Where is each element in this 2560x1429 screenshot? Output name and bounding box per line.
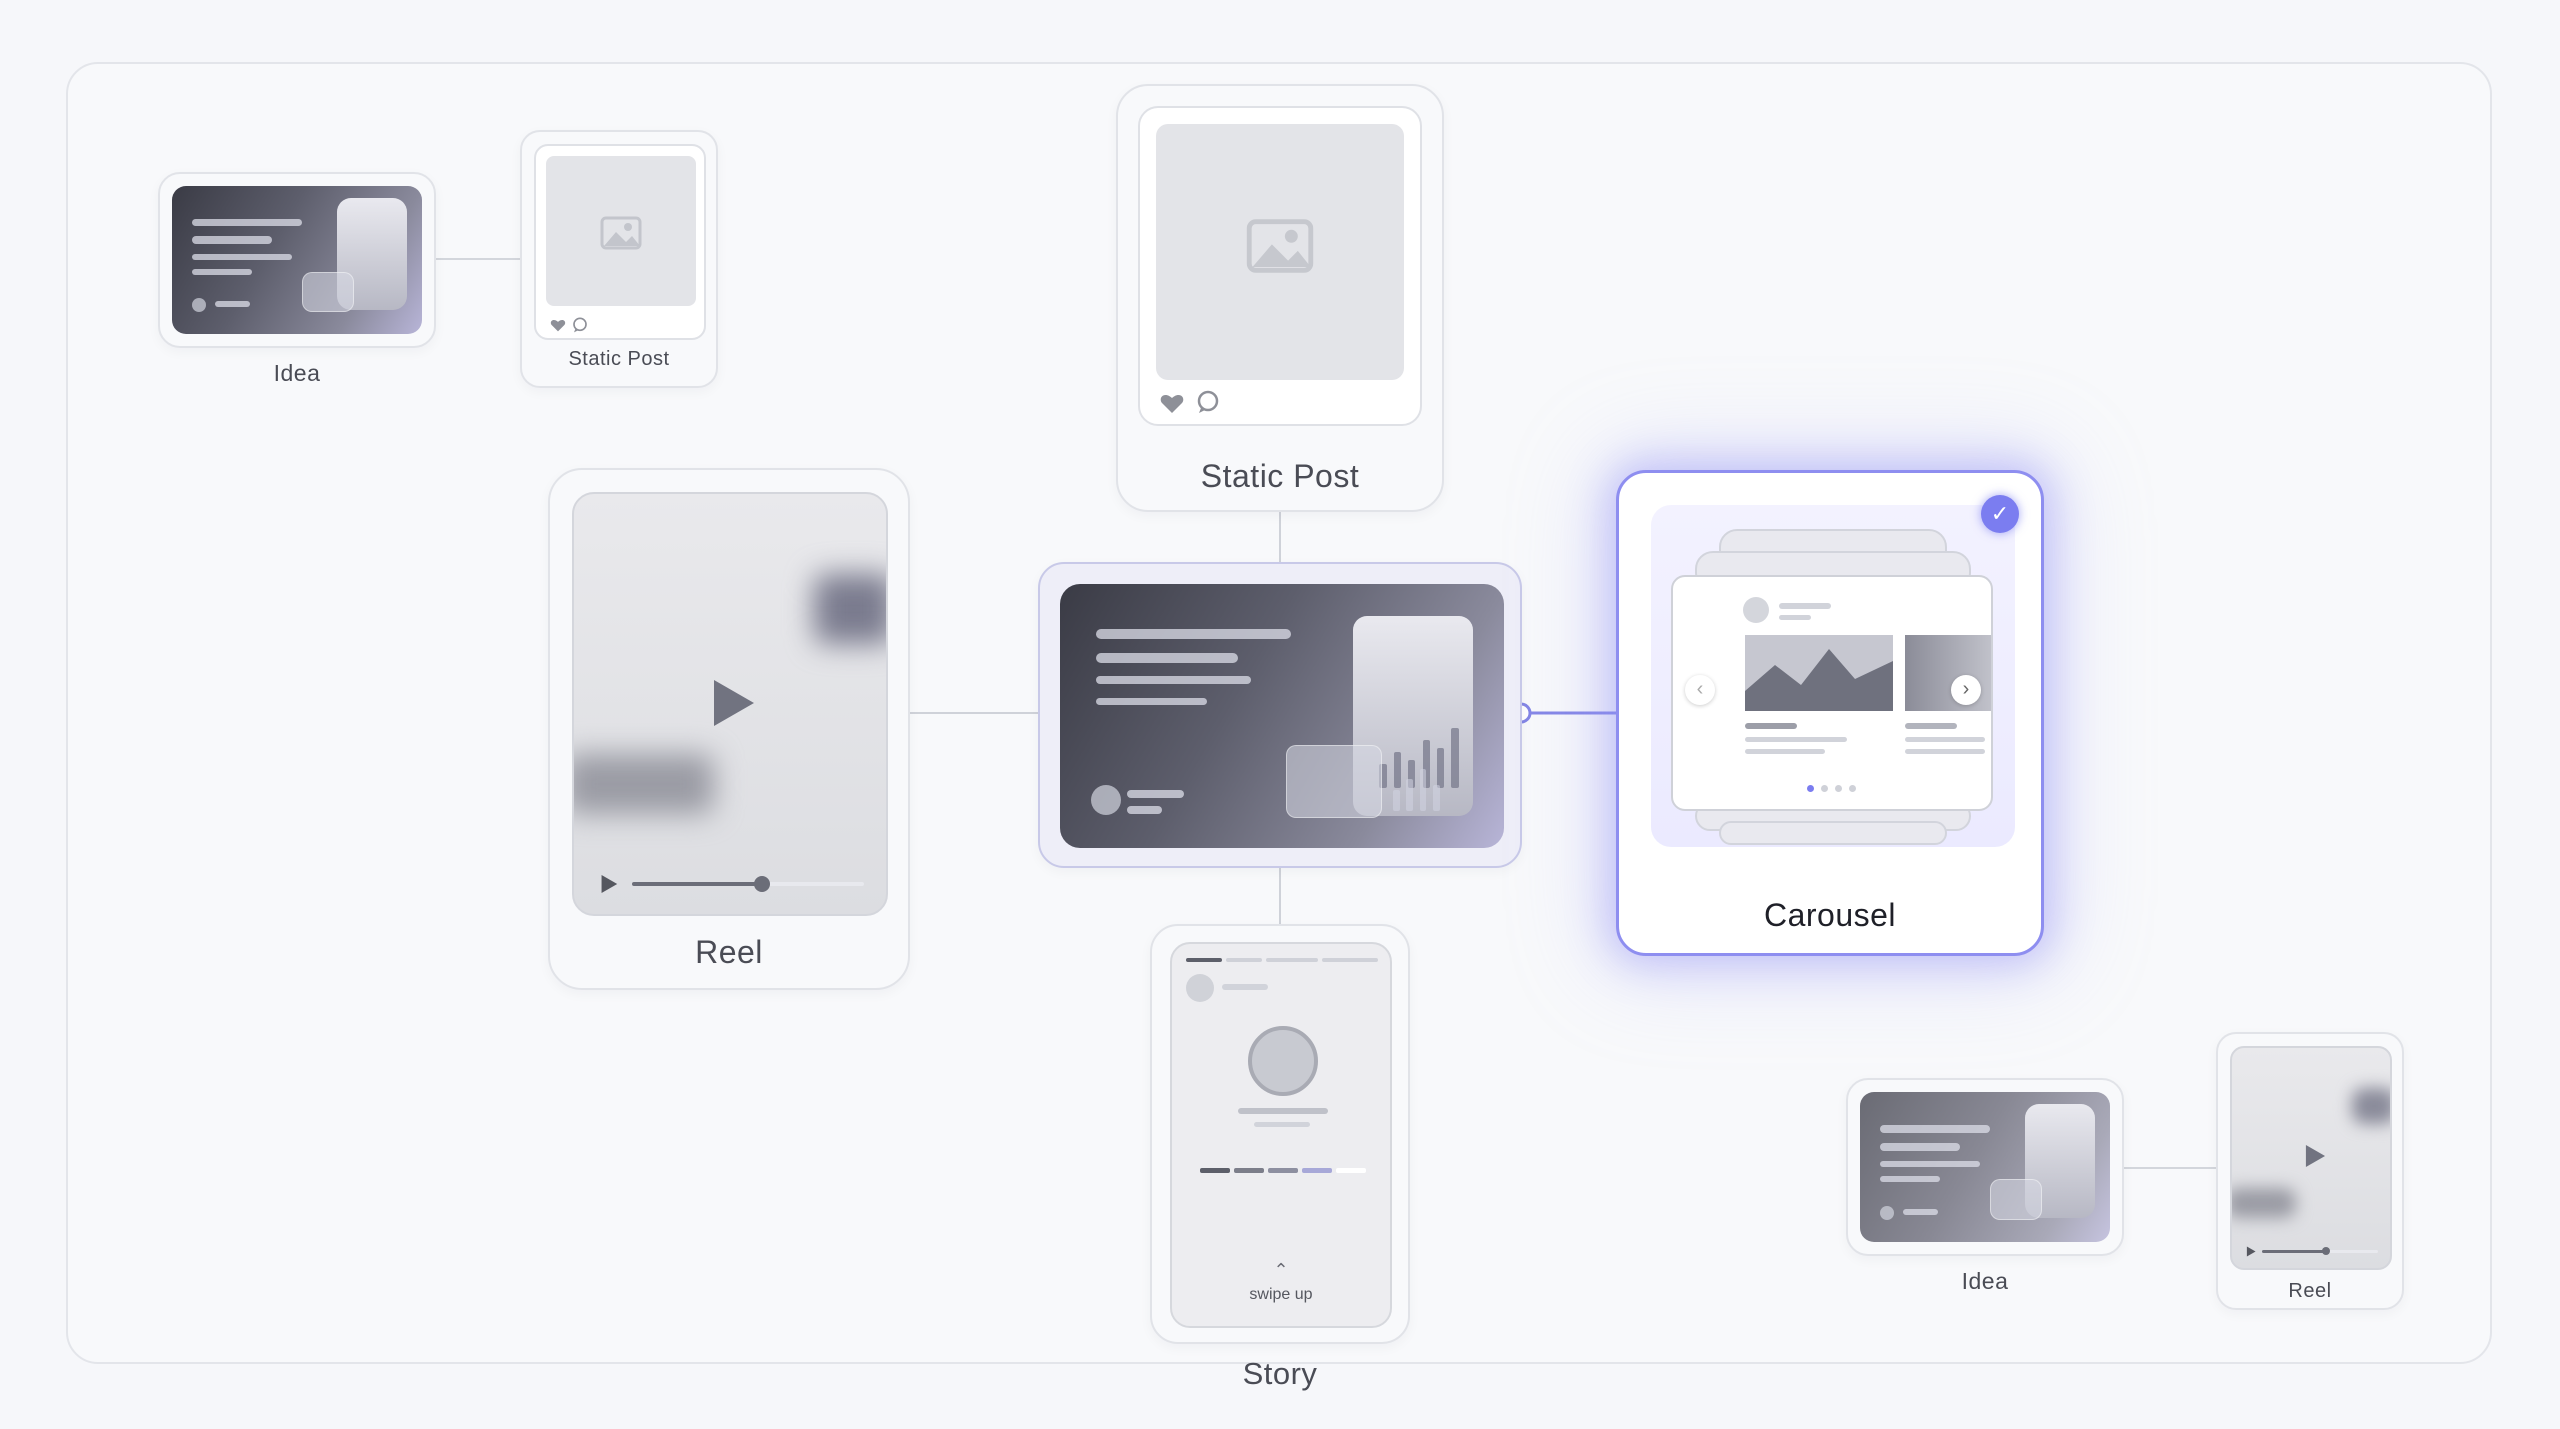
node-static-post[interactable]: Static Post	[1116, 84, 1444, 512]
node-reel[interactable]: Reel	[548, 468, 910, 990]
heart-icon[interactable]	[1160, 392, 1184, 414]
reel-progress-track[interactable]	[632, 876, 864, 892]
pagination-dots[interactable]	[1807, 785, 1867, 793]
dashboard-thumbnail	[1060, 584, 1504, 848]
node-carousel[interactable]: ‹ › ✓ Carousel	[1616, 470, 2044, 956]
node-static-post-small[interactable]: Static Post	[520, 130, 718, 388]
play-icon[interactable]	[2246, 1246, 2256, 1257]
node-label: Static Post	[1200, 458, 1360, 494]
play-icon[interactable]	[710, 678, 756, 728]
dashboard-thumbnail	[172, 186, 422, 334]
story-screen: ⌃ swipe up	[1170, 942, 1392, 1328]
carousel-preview: ‹ ›	[1651, 505, 2015, 847]
node-idea-small[interactable]: Idea	[158, 172, 436, 386]
node-label: Reel	[2288, 1280, 2332, 1302]
carousel-slide: ‹ ›	[1671, 575, 1993, 811]
node-label: Reel	[695, 934, 763, 970]
image-icon	[600, 216, 642, 250]
node-label: Static Post	[568, 348, 670, 370]
heart-icon[interactable]	[550, 318, 566, 332]
reel-progress-knob[interactable]	[754, 876, 770, 892]
dashboard-thumbnail	[1860, 1092, 2110, 1242]
play-icon[interactable]	[600, 874, 618, 894]
comment-icon[interactable]	[572, 317, 588, 333]
chevron-up-icon[interactable]: ⌃	[1273, 1260, 1289, 1280]
node-story[interactable]: ⌃ swipe up Story	[1150, 924, 1410, 1391]
node-label: Idea	[273, 360, 321, 386]
chevron-left-icon[interactable]: ‹	[1685, 675, 1715, 705]
reel-progress-track[interactable]	[2262, 1247, 2378, 1255]
node-idea-bottom[interactable]: Idea	[1846, 1078, 2124, 1294]
swipe-up-hint[interactable]: swipe up	[1249, 1286, 1313, 1303]
reel-screen	[572, 492, 888, 916]
reel-screen	[2230, 1046, 2392, 1270]
node-label: Idea	[1961, 1268, 2009, 1294]
node-label: Carousel	[1763, 897, 1897, 933]
node-reel-bottom[interactable]: Reel	[2216, 1032, 2404, 1310]
chevron-right-icon[interactable]: ›	[1951, 675, 1981, 705]
node-label: Story	[1242, 1356, 1318, 1391]
play-icon[interactable]	[2304, 1144, 2326, 1168]
image-icon	[1246, 219, 1314, 273]
comment-icon[interactable]	[1196, 390, 1220, 414]
node-idea-central[interactable]	[1038, 562, 1522, 868]
check-icon[interactable]: ✓	[1981, 495, 2019, 533]
reel-progress-fill	[632, 882, 760, 886]
